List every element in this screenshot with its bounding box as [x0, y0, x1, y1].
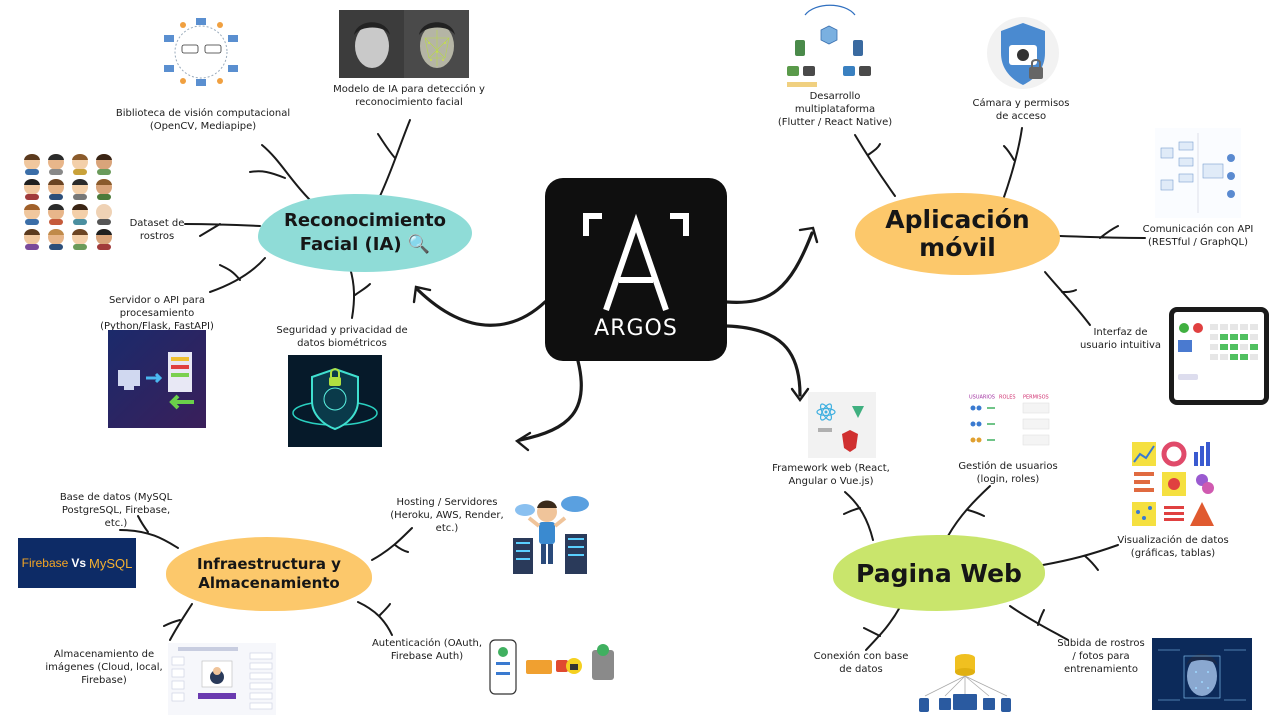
tablet-ui-image: [1169, 307, 1269, 405]
biometric-security-image: [288, 355, 382, 447]
data-visualization-image: [1130, 440, 1218, 528]
face-detection-photo-image: [339, 10, 469, 78]
rest-graphql-diagram-image: [1155, 128, 1241, 218]
label-hosting: Hosting / Servidores (Heroku, AWS, Rende…: [390, 497, 504, 534]
link-center-infra: [518, 359, 583, 442]
node-aplicacion-movil: Aplicación móvil: [855, 193, 1060, 275]
twig-almacenamiento: [163, 603, 193, 641]
users-roles-permissions-image: USUARIOS ROLES PERMISOS: [965, 390, 1053, 458]
hosting-servers-image: [505, 490, 595, 578]
node-infra-title-line2: Almacenamiento: [198, 574, 340, 592]
link-center-movil: [725, 231, 814, 304]
mysql-text: MySQL: [89, 555, 133, 571]
label-subida: Subida de rostros / fotos para entrenami…: [1057, 638, 1145, 675]
twig-api: [1059, 225, 1146, 239]
firebase-text: Firebase: [21, 556, 69, 570]
arrowhead-infra: [514, 431, 532, 452]
label-gestion: Gestión de usuarios (login, roles): [958, 461, 1058, 485]
image-storage-diagram-image: [168, 643, 276, 715]
node-movil-title-line1: Aplicación: [885, 205, 1030, 234]
authentication-image: [488, 638, 618, 696]
twig-interfaz: [1044, 271, 1091, 326]
twig-conexion: [863, 606, 901, 651]
label-desarrollo: Desarrollo multiplataforma (Flutter / Re…: [777, 91, 893, 128]
label-camara: Cámara y permisos de acceso: [972, 98, 1070, 122]
node-movil-title-line2: móvil: [919, 233, 996, 262]
twig-biblioteca: [249, 144, 311, 201]
twig-dataset: [184, 223, 261, 237]
camera-permissions-image: [987, 17, 1059, 89]
twig-camara: [1002, 127, 1023, 201]
roles-heading: ROLES: [999, 395, 1016, 401]
face-dataset-grid-image: [24, 154, 112, 250]
link-center-facial: [416, 288, 547, 327]
node-facial-title-line2: Facial (IA) 🔍: [299, 234, 431, 255]
twig-visualizacion: [1042, 544, 1119, 571]
label-basedatos: Base de datos (MySQL PostgreSQL, Firebas…: [59, 492, 173, 529]
twig-desarrollo: [854, 134, 896, 197]
permisos-heading: PERMISOS: [1023, 395, 1049, 401]
face-upload-training-image: [1152, 638, 1252, 710]
label-biblioteca: Biblioteca de visión computacional (Open…: [115, 108, 291, 132]
arrowhead-web: [790, 387, 810, 403]
twig-basedatos: [119, 515, 179, 549]
argos-logo: ARGOS: [545, 178, 727, 361]
label-visualizacion: Visualización de datos (gráficas, tablas…: [1117, 535, 1229, 559]
argos-a-mark: [583, 213, 689, 311]
label-autenticacion: Autenticación (OAuth, Firebase Auth): [371, 638, 483, 662]
label-interfaz: Interfaz de usuario intuitiva: [1079, 327, 1162, 351]
label-framework: Framework web (React, Angular o Vue.js): [772, 463, 890, 487]
label-api: Comunicación con API (RESTful / GraphQL): [1142, 224, 1254, 248]
link-center-web: [725, 324, 802, 397]
label-dataset: Dataset de rostros: [129, 218, 185, 242]
logo-text: ARGOS: [594, 316, 678, 341]
usuarios-heading: USUARIOS: [969, 395, 995, 401]
node-infraestructura: Infraestructura y Almacenamiento: [166, 537, 372, 611]
twig-subida: [1009, 605, 1069, 641]
firebase-vs-mysql-image: Firebase Vs MySQL: [18, 538, 136, 588]
label-seguridad: Seguridad y privacidad de datos biométri…: [276, 325, 408, 349]
twig-framework: [843, 491, 874, 541]
node-web-title: Pagina Web: [856, 558, 1022, 588]
node-infra-title-line1: Infraestructura y: [197, 555, 341, 573]
twig-servidor: [209, 257, 266, 293]
vs-text: Vs: [71, 556, 87, 570]
twig-seguridad: [349, 267, 371, 319]
multiplatform-diagram-image: [785, 0, 875, 90]
twig-hosting: [371, 527, 413, 561]
label-conexion: Conexión con base de datos: [813, 651, 909, 675]
node-reconocimiento-facial: Reconocimiento Facial (IA) 🔍: [258, 194, 472, 272]
vision-library-diagram-image: [164, 18, 238, 86]
web-frameworks-logos-image: [808, 392, 876, 458]
label-almacenamiento: Almacenamiento de imágenes (Cloud, local…: [45, 649, 163, 686]
node-facial-title-line1: Reconocimiento: [283, 210, 447, 231]
twig-gestion: [947, 485, 991, 537]
twig-autenticacion: [357, 601, 393, 636]
server-api-image: [108, 330, 206, 428]
database-connection-image: [915, 650, 1015, 715]
label-servidor: Servidor o API para procesamiento (Pytho…: [100, 295, 214, 332]
arrowhead-movil: [798, 226, 819, 244]
label-modelo: Modelo de IA para detección y reconocimi…: [333, 84, 485, 108]
node-pagina-web: Pagina Web: [833, 535, 1045, 611]
twig-modelo: [377, 119, 411, 197]
arrowhead-facial: [412, 285, 432, 304]
